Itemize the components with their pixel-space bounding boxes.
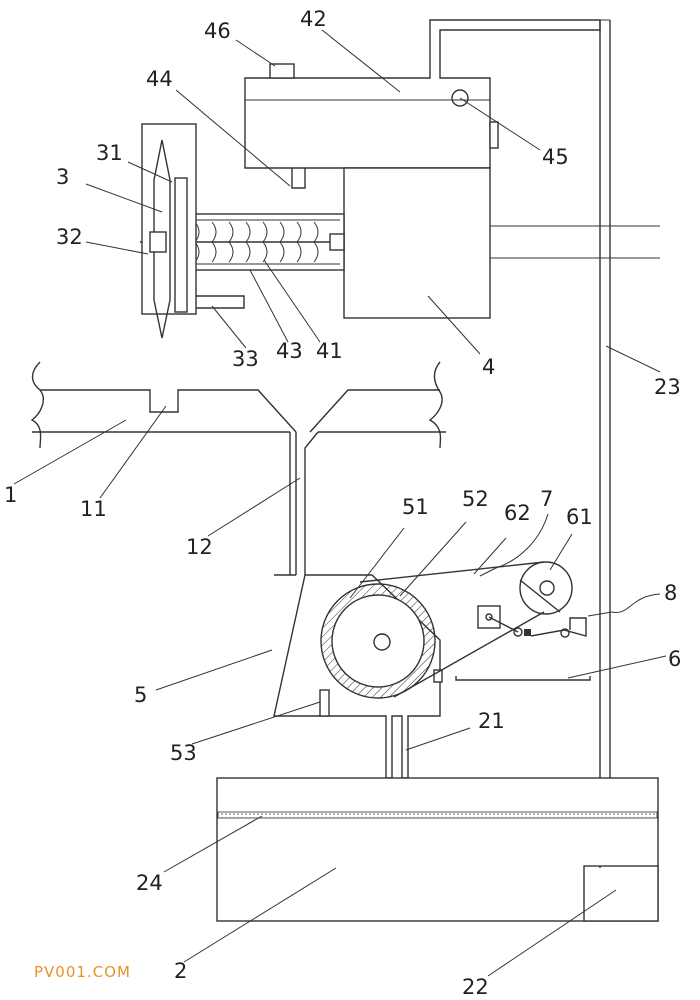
label-3: 3	[56, 165, 69, 189]
tray-6	[455, 676, 591, 681]
pump-22	[583, 865, 659, 922]
label-43: 43	[276, 339, 303, 363]
label-62: 62	[504, 501, 531, 525]
filter-24	[217, 811, 658, 819]
motor-4	[343, 167, 491, 319]
watermark: PV001.COM	[34, 963, 131, 981]
label-22: 22	[462, 975, 489, 999]
label-42: 42	[300, 7, 327, 31]
frame-3	[141, 123, 197, 315]
trigger-8	[530, 617, 587, 638]
label-51: 51	[402, 495, 429, 519]
label-21: 21	[478, 709, 505, 733]
pulley-61	[519, 561, 573, 615]
label-41: 41	[316, 339, 343, 363]
belt-62-top	[359, 561, 545, 583]
leader-lines	[13, 29, 667, 977]
label-53: 53	[170, 741, 197, 765]
label-7: 7	[540, 487, 553, 511]
connector-44	[291, 168, 306, 189]
label-31: 31	[96, 141, 123, 165]
roller-51	[331, 594, 425, 688]
label-23: 23	[654, 375, 681, 399]
label-61: 61	[566, 505, 593, 529]
label-8: 8	[664, 581, 677, 605]
sensor-45	[451, 89, 469, 107]
label-32: 32	[56, 225, 83, 249]
belt-62-bottom	[393, 611, 545, 698]
label-24: 24	[136, 871, 163, 895]
label-45: 45	[542, 145, 569, 169]
sensor-53	[319, 689, 330, 717]
workbench-1	[30, 361, 446, 575]
plate-31	[174, 177, 188, 313]
label-2: 2	[174, 959, 187, 983]
saw-blade-3	[153, 139, 171, 339]
nut-32	[149, 231, 167, 253]
label-6: 6	[668, 647, 681, 671]
label-5: 5	[134, 683, 147, 707]
label-12: 12	[186, 535, 213, 559]
label-52: 52	[462, 487, 489, 511]
switch-45	[489, 121, 499, 149]
label-44: 44	[146, 67, 173, 91]
button-46	[269, 63, 295, 79]
pulley-hub	[539, 580, 555, 596]
roller-hub	[373, 633, 391, 651]
label-11: 11	[80, 497, 107, 521]
collector-5	[273, 574, 441, 779]
label-1: 1	[4, 483, 17, 507]
detector	[433, 669, 443, 683]
label-33: 33	[232, 347, 259, 371]
guide-33	[196, 295, 245, 309]
label-46: 46	[204, 19, 231, 43]
label-4: 4	[482, 355, 495, 379]
trigger-7	[477, 605, 531, 637]
screw-41	[140, 213, 345, 271]
